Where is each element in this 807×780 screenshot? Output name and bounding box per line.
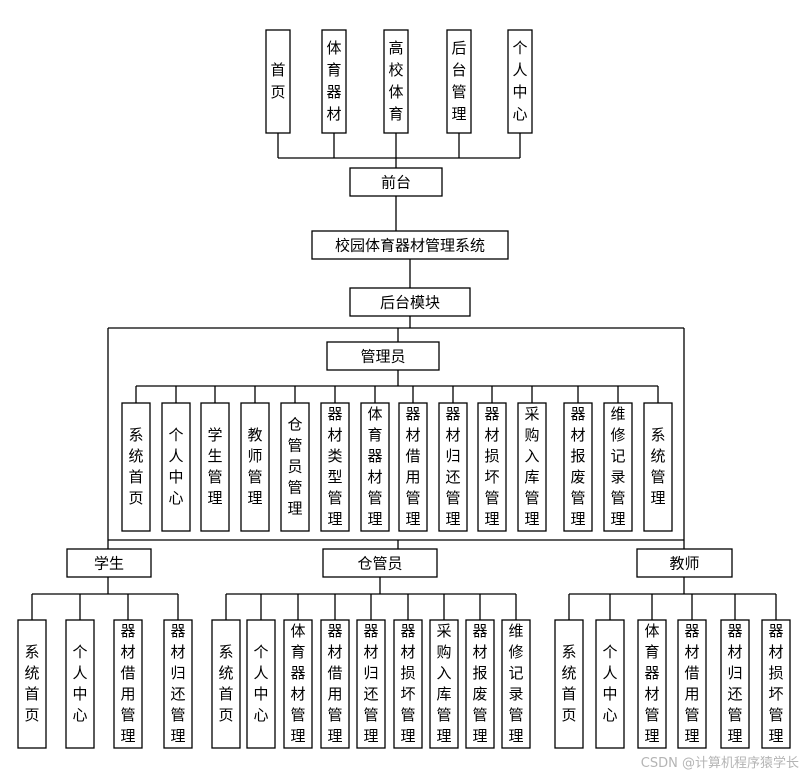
frontend-page-5: 个人中心 [507,29,533,134]
teacher-module-5-label: 器材归还管理 [727,622,742,745]
csdn-watermark: CSDN @计算机程序猿学长 [640,756,799,771]
warehouse-module-6-label: 器材损坏管理 [400,622,415,745]
warehouse-module-2-label: 个人中心 [253,643,268,724]
admin-module-8-label: 器材借用管理 [405,405,420,528]
admin-module-5: 仓管员管理 [280,402,310,532]
teacher-module-1: 系统首页 [554,619,584,749]
admin-module-9-label: 器材归还管理 [445,405,460,528]
frontend-page-1: 首页 [265,29,291,134]
warehouse-module-2: 个人中心 [246,619,276,749]
warehouse-module-9: 维修记录管理 [501,619,531,749]
connector-lines [31,133,777,620]
warehouse-module-9-label: 维修记录管理 [508,622,523,745]
admin-module-4-label: 教师管理 [247,426,262,507]
teacher-module-6: 器材损坏管理 [761,619,791,749]
warehouse-module-4-label: 器材借用管理 [327,622,342,745]
frontend-page-2: 体育器材 [321,29,347,134]
warehouse-module-1: 系统首页 [211,619,241,749]
admin-module-10: 器材损坏管理 [477,402,507,532]
admin-module-13: 维修记录管理 [603,402,633,532]
frontend-page-3-label: 高校体育 [388,39,403,123]
warehouse-module-3: 体育器材管理 [283,619,313,749]
frontend-hub: 前台 [349,167,443,197]
admin-module-4: 教师管理 [240,402,270,532]
teacher-module-4-label: 器材借用管理 [684,622,699,745]
warehouse-module-8-label: 器材报废管理 [472,622,487,745]
role-admin: 管理员 [326,341,440,371]
warehouse-module-7: 采购入库管理 [429,619,459,749]
frontend-page-4-label: 后台管理 [451,39,466,123]
role-student: 学生 [66,548,152,578]
teacher-module-5: 器材归还管理 [720,619,750,749]
role-warehouse: 仓管员 [322,548,438,578]
teacher-module-3-label: 体育器材管理 [644,622,659,745]
role-student-label: 学生 [94,555,124,573]
warehouse-module-6: 器材损坏管理 [393,619,423,749]
frontend-page-3: 高校体育 [383,29,409,134]
role-warehouse-label: 仓管员 [357,555,402,573]
student-module-1-label: 系统首页 [24,643,39,724]
student-module-4-label: 器材归还管理 [170,622,185,745]
teacher-module-6-label: 器材损坏管理 [768,622,783,745]
admin-module-11: 采购入库管理 [517,402,547,532]
teacher-module-2: 个人中心 [595,619,625,749]
admin-module-2: 个人中心 [161,402,191,532]
student-module-2: 个人中心 [65,619,95,749]
system-title-label: 校园体育器材管理系统 [335,237,485,255]
admin-module-8: 器材借用管理 [398,402,428,532]
admin-module-1: 系统首页 [121,402,151,532]
role-admin-label: 管理员 [360,348,405,366]
admin-module-3: 学生管理 [200,402,230,532]
warehouse-module-5: 器材归还管理 [356,619,386,749]
student-module-1: 系统首页 [17,619,47,749]
admin-module-6-label: 器材类型管理 [327,405,342,528]
frontend-page-2-label: 体育器材 [326,39,341,123]
role-teacher-label: 教师 [669,555,699,573]
role-teacher: 教师 [636,548,733,578]
admin-module-10-label: 器材损坏管理 [484,405,499,528]
admin-module-12: 器材报废管理 [563,402,593,532]
warehouse-module-1-label: 系统首页 [218,643,233,724]
teacher-module-1-label: 系统首页 [561,643,576,724]
frontend-page-1-label: 首页 [270,61,285,101]
warehouse-module-5-label: 器材归还管理 [363,622,378,745]
admin-module-13-label: 维修记录管理 [610,405,625,528]
admin-module-7-label: 体育器材管理 [367,405,382,528]
warehouse-module-4: 器材借用管理 [320,619,350,749]
frontend-page-4: 后台管理 [446,29,472,134]
admin-module-11-label: 采购入库管理 [524,405,539,528]
admin-module-7: 体育器材管理 [360,402,390,532]
admin-module-12-label: 器材报废管理 [570,405,585,528]
student-module-4: 器材归还管理 [163,619,193,749]
admin-module-6: 器材类型管理 [320,402,350,532]
admin-module-14: 系统管理 [643,402,673,532]
admin-module-5-label: 仓管员管理 [287,416,302,518]
admin-module-1-label: 系统首页 [128,426,143,507]
frontend-hub-label: 前台 [381,174,411,192]
admin-module-14-label: 系统管理 [650,426,665,507]
student-module-2-label: 个人中心 [72,643,87,724]
admin-module-2-label: 个人中心 [168,426,183,507]
warehouse-module-7-label: 采购入库管理 [436,622,451,745]
frontend-page-5-label: 个人中心 [512,39,527,123]
backend-module-label: 后台模块 [380,294,440,312]
warehouse-module-8: 器材报废管理 [465,619,495,749]
student-module-3: 器材借用管理 [113,619,143,749]
teacher-module-2-label: 个人中心 [602,643,617,724]
system-title: 校园体育器材管理系统 [311,230,509,260]
backend-module: 后台模块 [349,287,471,317]
teacher-module-4: 器材借用管理 [677,619,707,749]
admin-module-9: 器材归还管理 [438,402,468,532]
admin-module-3-label: 学生管理 [207,426,222,507]
student-module-3-label: 器材借用管理 [120,622,135,745]
warehouse-module-3-label: 体育器材管理 [290,622,305,745]
diagram-boxes: 首页体育器材高校体育后台管理个人中心前台校园体育器材管理系统后台模块管理员系统首… [17,29,791,749]
teacher-module-3: 体育器材管理 [637,619,667,749]
